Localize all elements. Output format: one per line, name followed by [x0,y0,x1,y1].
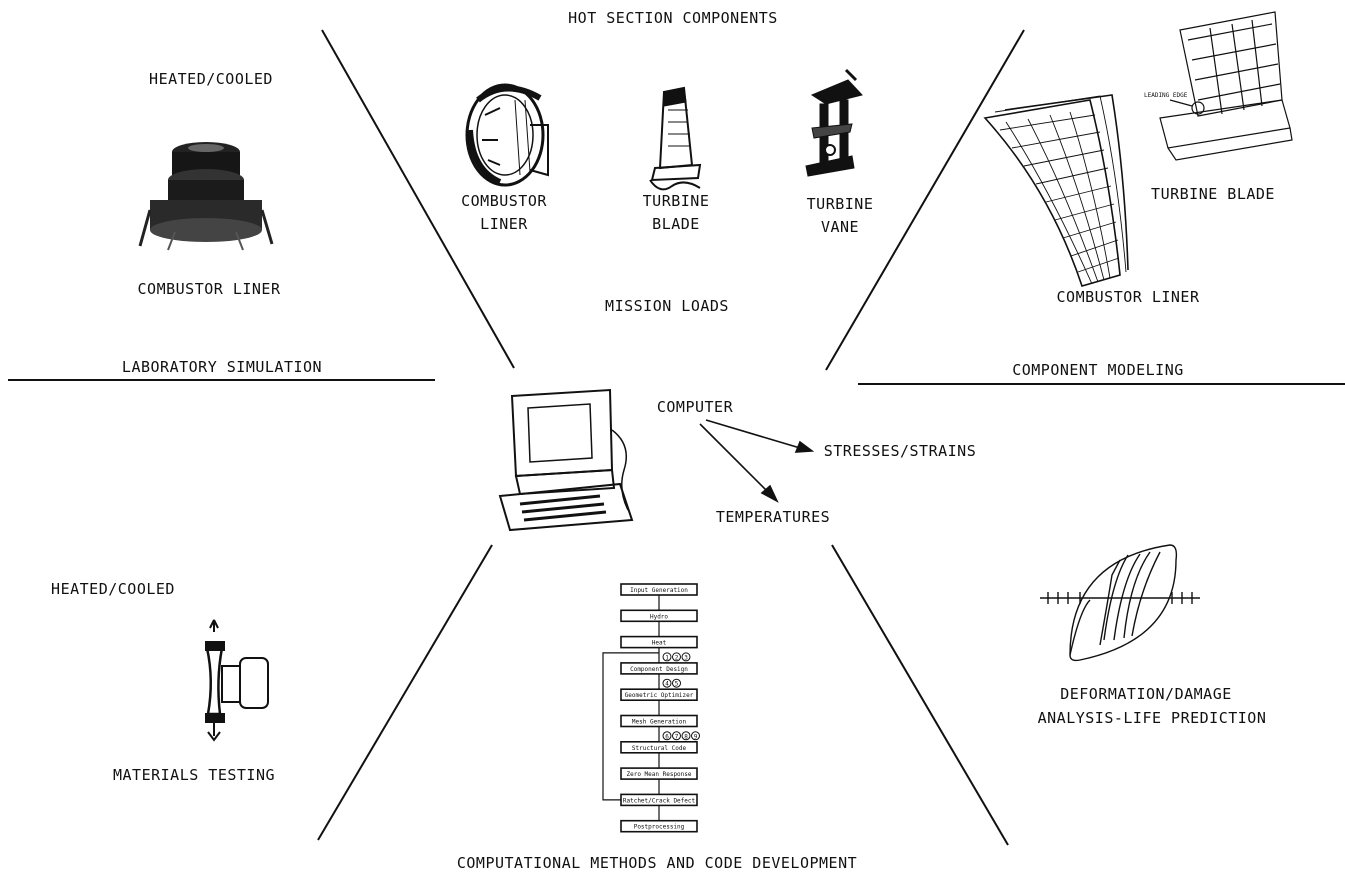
hot-turbine-vane-drawing [805,68,863,177]
flowchart-step-box [620,767,698,780]
flowchart-marker-circle [662,731,672,741]
materials-testing-label: MATERIALS TESTING [112,766,276,784]
flowchart-step-label: Geometric Optimizer [625,692,694,699]
flowchart-step-box [620,662,698,675]
flowchart-step-box [620,609,698,623]
hot-turbine-vane-label-2: VANE [820,218,860,236]
modeling-combustor-liner-label: COMBUSTOR LINER [1056,288,1200,306]
flowchart-marker-number: 9 [694,733,698,740]
flowchart-step-box [620,583,698,596]
computer-terminal-drawing [498,388,634,532]
lab-combustor-liner-label: COMBUSTOR LINER [137,280,281,298]
flowchart-step-label: Input Generation [630,587,688,594]
temperatures-label: TEMPERATURES [715,508,831,526]
flowchart-feedback-loop [602,652,659,801]
divider-lower-right [831,544,1009,846]
flowchart-marker-number: 2 [675,654,679,661]
arrow-stresses [705,419,801,449]
flowchart-step-label: Heat [652,640,667,647]
divider-upper-right [825,29,1025,371]
materials-specimen-drawing [205,619,269,742]
modeling-turbine-blade: LEADING EDGE [1144,11,1293,161]
computational-methods-label: COMPUTATIONAL METHODS AND CODE DEVELOPME… [456,854,858,872]
flowchart-step-label: Ratchet/Crack Defect [623,797,696,804]
flowchart-marker-circle [681,731,691,741]
flowchart-marker-circle [662,652,672,662]
lab-heated-cooled-label: HEATED/COOLED [149,70,273,88]
hot-turbine-blade-label-1: TURBINE [642,192,710,210]
flowchart-marker-number: 3 [684,654,688,661]
flowchart-marker-circle [672,731,681,741]
flowchart-marker-number: 4 [665,681,669,688]
flowchart-marker-circle [672,652,681,662]
deformation-label-1: DEFORMATION/DAMAGE [1060,685,1232,703]
hot-turbine-blade-label-2: BLADE [652,215,700,233]
materials-heated-cooled-label: HEATED/COOLED [51,580,175,598]
flowchart-marker-circle [681,652,691,662]
modeling-liner-mesh [983,94,1129,287]
divider-lower-left [317,544,493,841]
flowchart-step-box [620,740,698,754]
component-modeling-label: COMPONENT MODELING [1012,361,1184,379]
flowchart-marker-number: 5 [675,681,679,688]
hysteresis-loops-drawing [1040,544,1200,662]
flowchart-marker-number: 1 [665,654,669,661]
flowchart-step-box [620,714,698,728]
hot-combustor-label-1: COMBUSTOR [461,192,547,210]
flowchart-marker-circle [691,731,700,741]
flowchart-step-label: Hydro [650,613,668,620]
hot-turbine-vane-label-1: TURBINE [806,195,874,213]
divider-upper-left [321,29,515,369]
deformation-label-2: ANALYSIS-LIFE PREDICTION [1037,709,1267,727]
flowchart-step-label: Zero Mean Response [626,771,691,778]
hot-turbine-blade-drawing [649,86,702,191]
flowchart-marker-circle [662,678,672,688]
computer-label: COMPUTER [656,398,734,416]
flowchart-step-label: Component Design [630,666,688,673]
flowchart-step-box [620,635,698,649]
lab-combustor-liner-photo [138,142,274,265]
hot-combustor-label-2: LINER [480,215,528,233]
flowchart-step-label: Mesh Generation [632,719,687,726]
mission-loads-label: MISSION LOADS [605,297,729,315]
flowchart-marker-number: 6 [665,733,669,740]
leading-edge-label: LEADING EDGE [1144,92,1188,99]
flowchart-step-box [620,688,698,702]
flowchart-step-label: Postprocessing [634,824,685,831]
flowchart-marker-number: 7 [675,733,679,740]
stresses-strains-label: STRESSES/STRAINS [823,442,977,460]
flowchart-marker-circle [672,678,681,688]
laboratory-simulation-label: LABORATORY SIMULATION [121,358,323,376]
modeling-turbine-blade-label: TURBINE BLADE [1151,185,1275,203]
hot-section-title: HOT SECTION COMPONENTS [568,9,778,27]
flowchart-step-box [620,819,698,833]
arrow-temperatures [699,423,771,495]
hot-combustor-liner-drawing [465,83,549,187]
flowchart-step-label: Structural Code [632,745,687,752]
flowchart-marker-number: 8 [684,733,688,740]
